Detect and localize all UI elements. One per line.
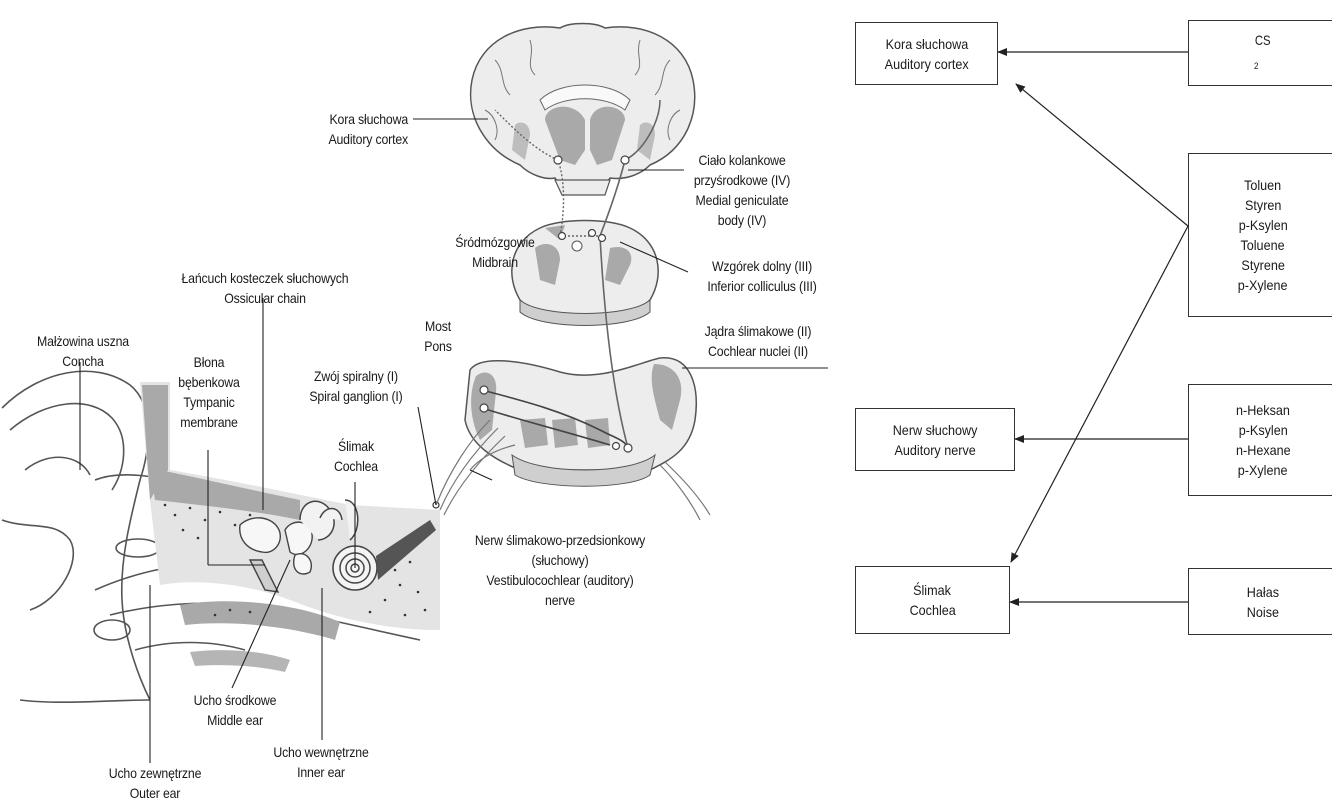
arrow-solvents-to-cochlea — [1011, 226, 1188, 562]
label-vestibulocochlear-nerve: Nerw ślimakowo-przedsionkowy(słuchowy) V… — [454, 530, 665, 610]
label-cochlear-nuclei: Jądra ślimakowe (II)Cochlear nuclei (II) — [682, 321, 833, 361]
brain-coronal — [471, 24, 695, 196]
label-inferior-colliculus: Wzgórek dolny (III)Inferior colliculus (… — [686, 256, 837, 296]
flow-arrows — [998, 52, 1188, 602]
arrow-solvents-to-cortex — [1016, 84, 1188, 226]
label-spiral-ganglion: Zwój spiralny (I)Spiral ganglion (I) — [294, 366, 417, 406]
